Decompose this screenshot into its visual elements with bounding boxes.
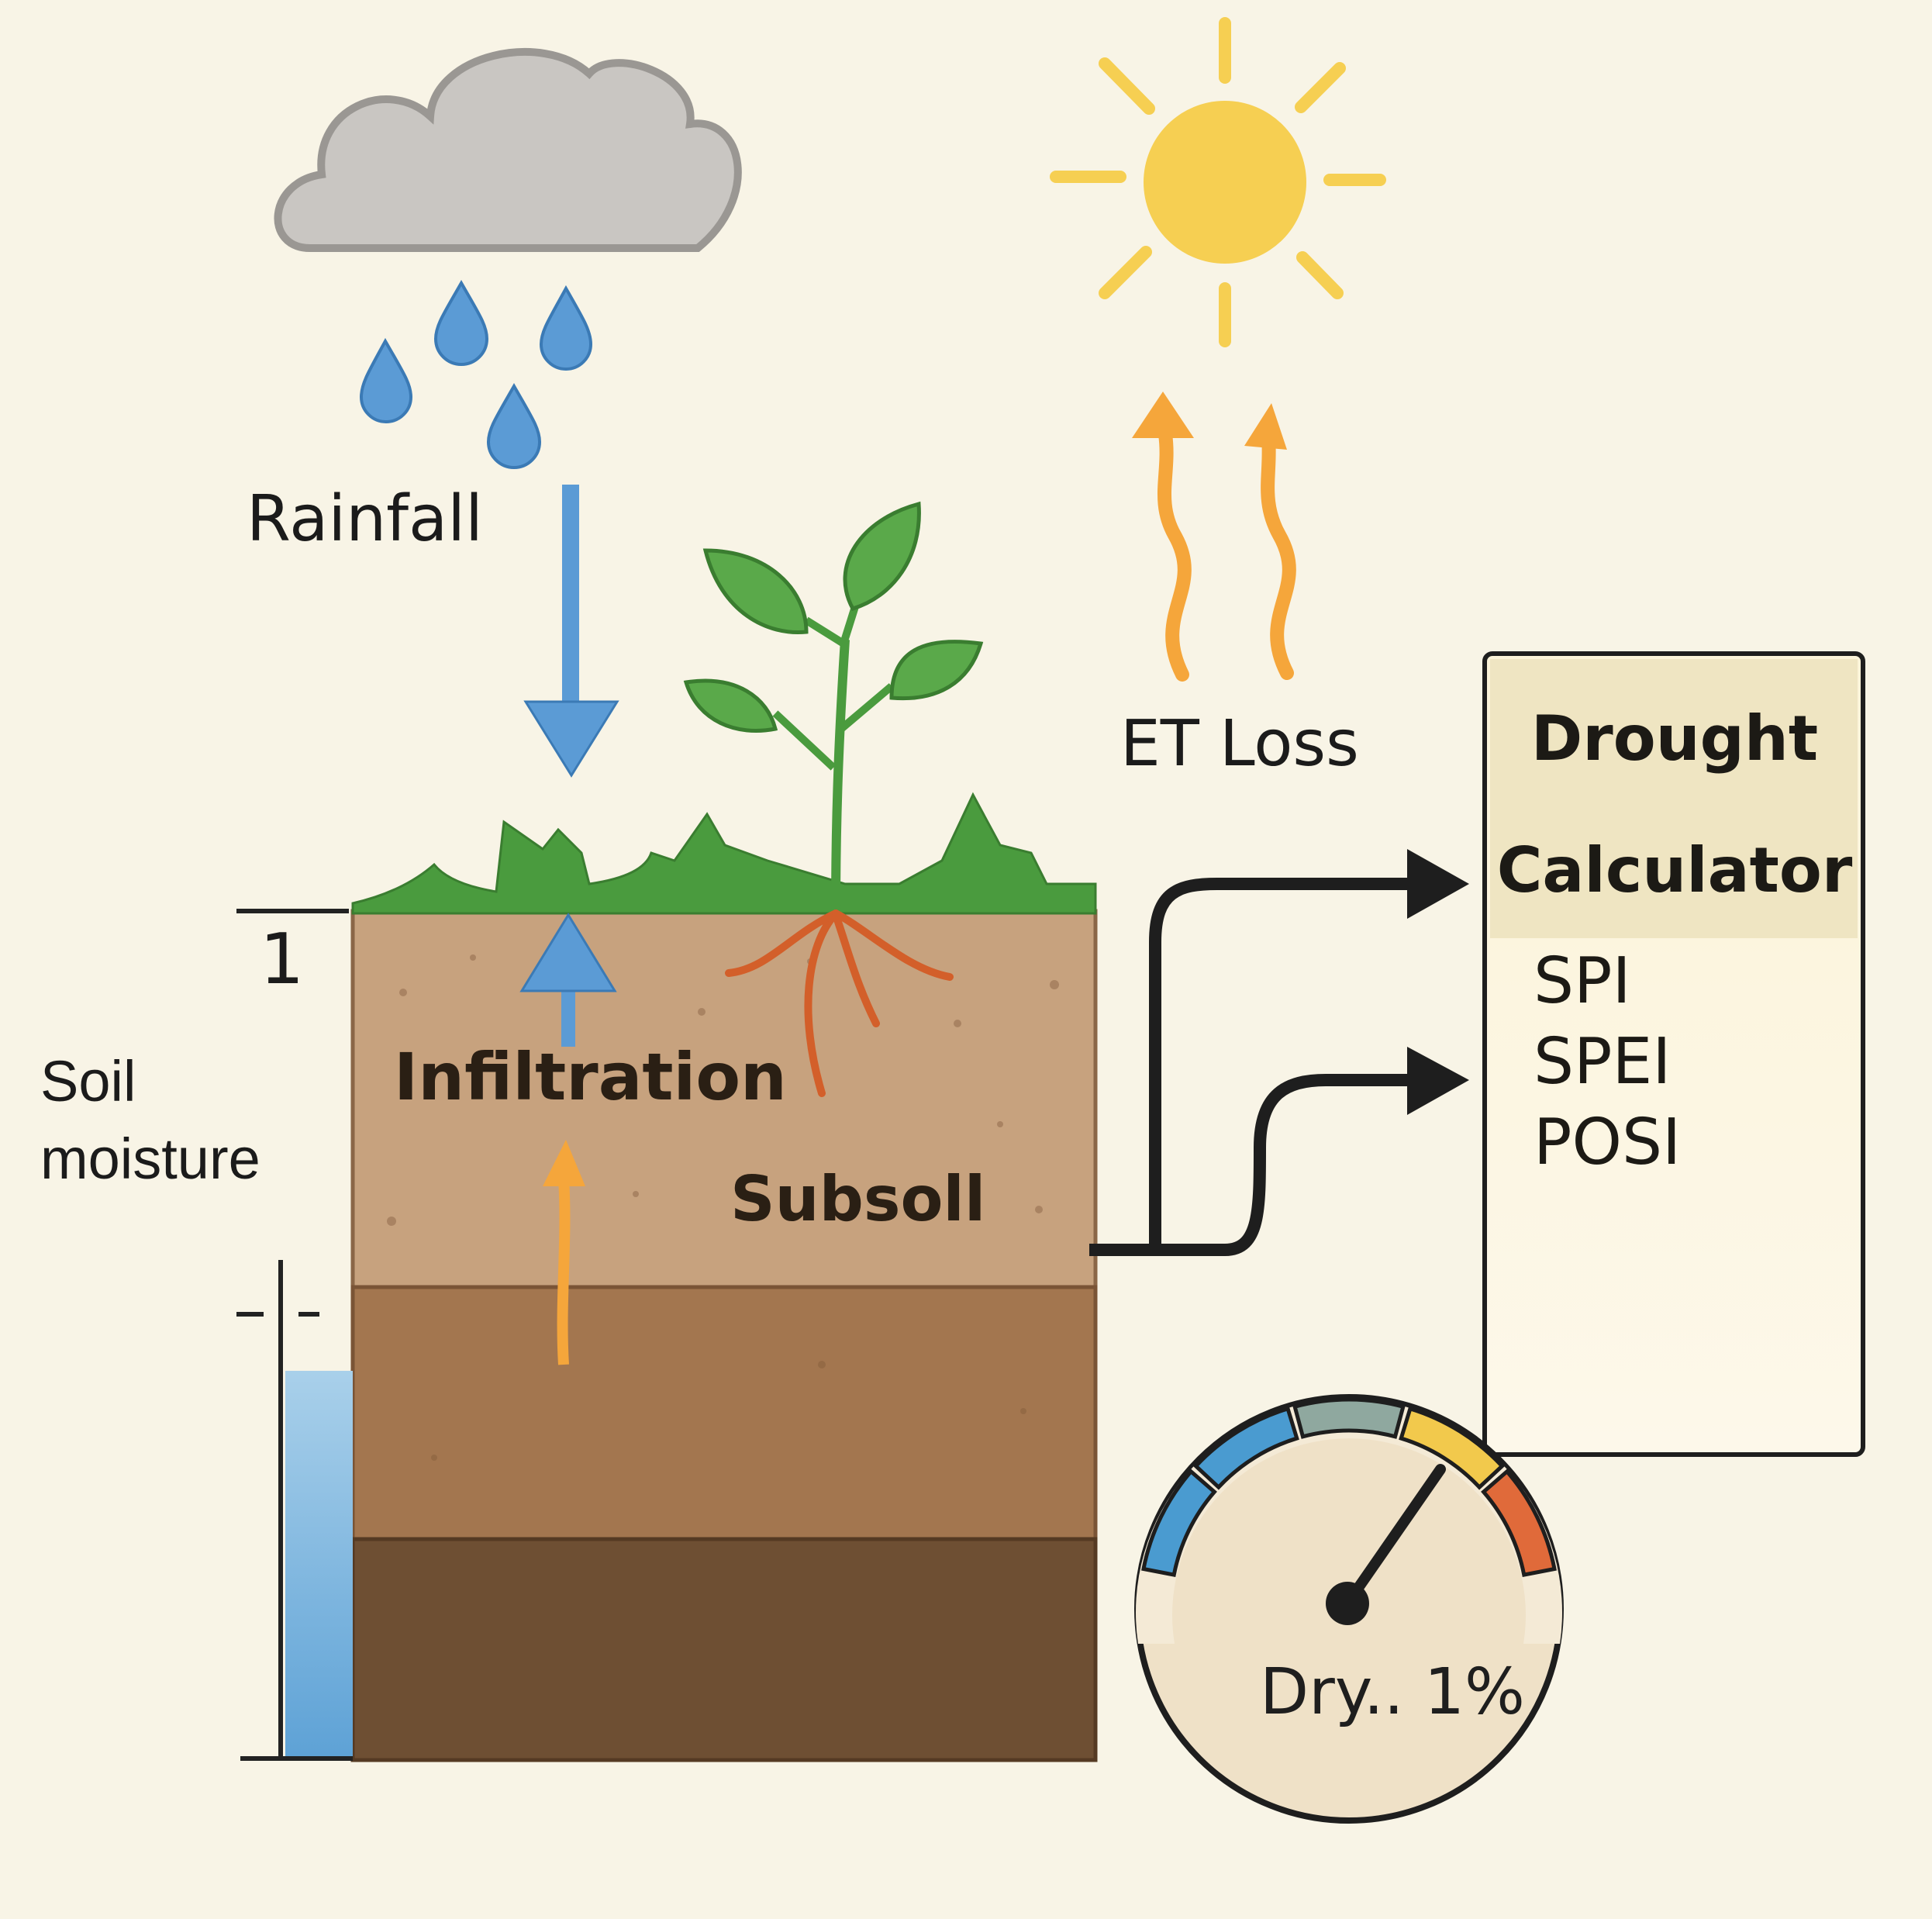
gauge-readout: Dry.. 1%	[1260, 1655, 1525, 1729]
plant-icon	[683, 501, 984, 912]
index-spi: SPI	[1534, 944, 1631, 1018]
gauge-needle	[1326, 1464, 1446, 1625]
rainfall-arrow	[523, 485, 619, 778]
calculator-title-line1: Drought	[1530, 702, 1819, 775]
sun-icon	[1050, 17, 1386, 347]
gauge-segment	[1141, 1469, 1217, 1578]
soil-profile	[350, 909, 1098, 1762]
gauge-scale	[1141, 1397, 1557, 1578]
grass-icon	[351, 792, 1097, 915]
infiltration-label: Infiltration	[394, 1039, 787, 1115]
arrowheads	[1407, 849, 1469, 1115]
gauge-segment	[1481, 1469, 1557, 1578]
cloud-icon	[274, 48, 742, 252]
data-flow-arrows	[1089, 878, 1419, 1256]
et-loss-arrows	[1132, 392, 1296, 682]
rainfall-label: Rainfall	[247, 482, 483, 556]
calculator-title: Drought Calculator	[1492, 659, 1857, 950]
gauge-segment	[1399, 1406, 1506, 1490]
soil-moisture-line1: Soil	[40, 1049, 136, 1113]
et-loss-label: ET Loss	[1120, 707, 1359, 781]
gauge-segment	[1192, 1406, 1299, 1490]
soil-moisture-gauge	[236, 909, 353, 1761]
soil-moisture-line2: moisture	[40, 1127, 260, 1191]
infiltration-arrow	[519, 913, 617, 1047]
raindrop-icon	[359, 279, 593, 469]
index-spei: SPEI	[1534, 1025, 1672, 1099]
capillary-rise-arrow	[543, 1140, 585, 1365]
index-posi: POSI	[1534, 1106, 1682, 1179]
drought-calculator-panel	[1482, 651, 1865, 1457]
gauge-segment	[1292, 1397, 1406, 1439]
soil-moisture-label: Soil moisture	[40, 1043, 260, 1198]
subsoil-label: Subsoll	[730, 1163, 986, 1235]
calculator-title-line2: Calculator	[1496, 834, 1853, 906]
roots	[725, 909, 954, 1097]
scale-top-label: 1	[260, 919, 305, 1000]
